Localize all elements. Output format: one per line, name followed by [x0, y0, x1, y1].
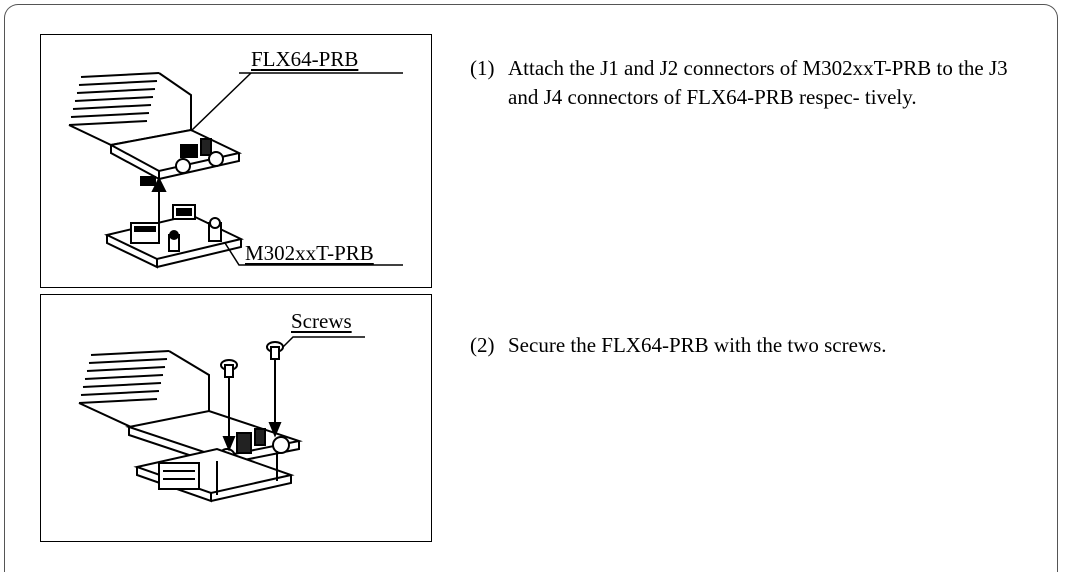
arrow-up-icon — [151, 176, 167, 229]
flx-board-icon — [108, 128, 243, 186]
step-2-text: Secure the FLX64-PRB with the two screws… — [508, 333, 887, 357]
step-1-number: (1) — [470, 56, 495, 80]
screw-left-icon — [220, 359, 238, 452]
content-frame — [4, 4, 1058, 572]
attach-illustration — [68, 72, 403, 269]
figure-secure-screws: Screws — [40, 294, 432, 542]
step-1: (1) Attach the J1 and J2 connectors of M… — [470, 54, 1040, 111]
screw-right-icon — [266, 341, 284, 438]
step-2-number: (2) — [470, 333, 495, 357]
screws-illustration — [78, 336, 365, 503]
stacked-boards-icon — [125, 409, 303, 503]
m302xxt-prb-label: M302xxT-PRB — [245, 241, 374, 265]
m302-board-icon — [104, 204, 244, 269]
step-2: (2) Secure the FLX64-PRB with the two sc… — [470, 331, 1040, 360]
figure-attach-connectors: FLX64-PRB M302xxT-PRB — [40, 34, 432, 288]
screws-label: Screws — [291, 309, 352, 333]
step-1-text: Attach the J1 and J2 connectors of M302x… — [508, 56, 1008, 109]
flx64-prb-label: FLX64-PRB — [251, 47, 359, 71]
